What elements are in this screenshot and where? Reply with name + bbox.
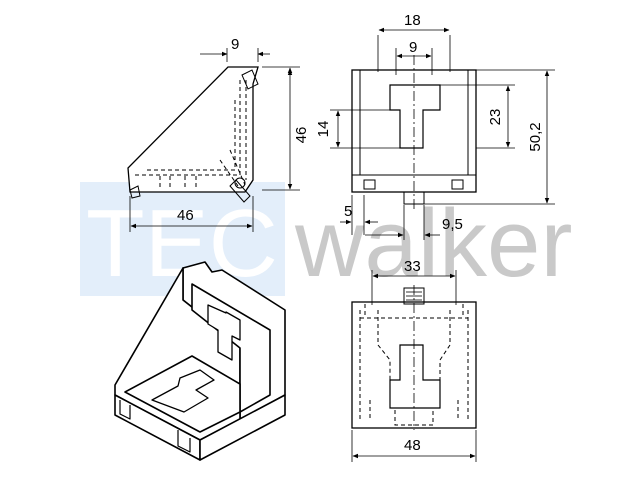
front-view-t-slot bbox=[389, 84, 441, 149]
dim-front-top-inner: 9 bbox=[409, 39, 417, 56]
dim-front-top-outer: 18 bbox=[404, 12, 421, 29]
side-view-screw-left bbox=[129, 185, 141, 199]
dim-side-top-width: 9 bbox=[231, 36, 239, 53]
top-view-hidden-lines bbox=[359, 304, 469, 426]
side-view-screw-bottom bbox=[229, 179, 251, 203]
dim-front-bottom-right: 9,5 bbox=[442, 216, 463, 233]
dim-side-bottom-width: 46 bbox=[177, 207, 194, 224]
dim-front-bottom-left: 5 bbox=[344, 203, 352, 220]
dim-bottom-width: 48 bbox=[404, 437, 421, 454]
front-view bbox=[330, 27, 555, 240]
side-view-screw-top bbox=[241, 69, 259, 90]
dim-front-total-height: 50,2 bbox=[527, 122, 544, 151]
watermark-text-2: walker bbox=[294, 190, 572, 297]
side-view bbox=[127, 48, 300, 232]
iso-right-face bbox=[199, 394, 286, 461]
dim-side-height: 46 bbox=[293, 127, 310, 144]
top-view bbox=[351, 270, 477, 462]
watermark: TEC walker bbox=[80, 182, 572, 297]
dim-front-left: 14 bbox=[315, 121, 332, 138]
dim-top-width: 33 bbox=[404, 258, 421, 275]
isometric-view bbox=[114, 261, 286, 461]
dim-front-slot-height: 23 bbox=[487, 109, 504, 126]
iso-floor-slot bbox=[151, 369, 215, 413]
top-view-t-slot bbox=[389, 344, 441, 409]
iso-back-slot bbox=[207, 304, 241, 361]
side-view-outline bbox=[127, 66, 259, 193]
